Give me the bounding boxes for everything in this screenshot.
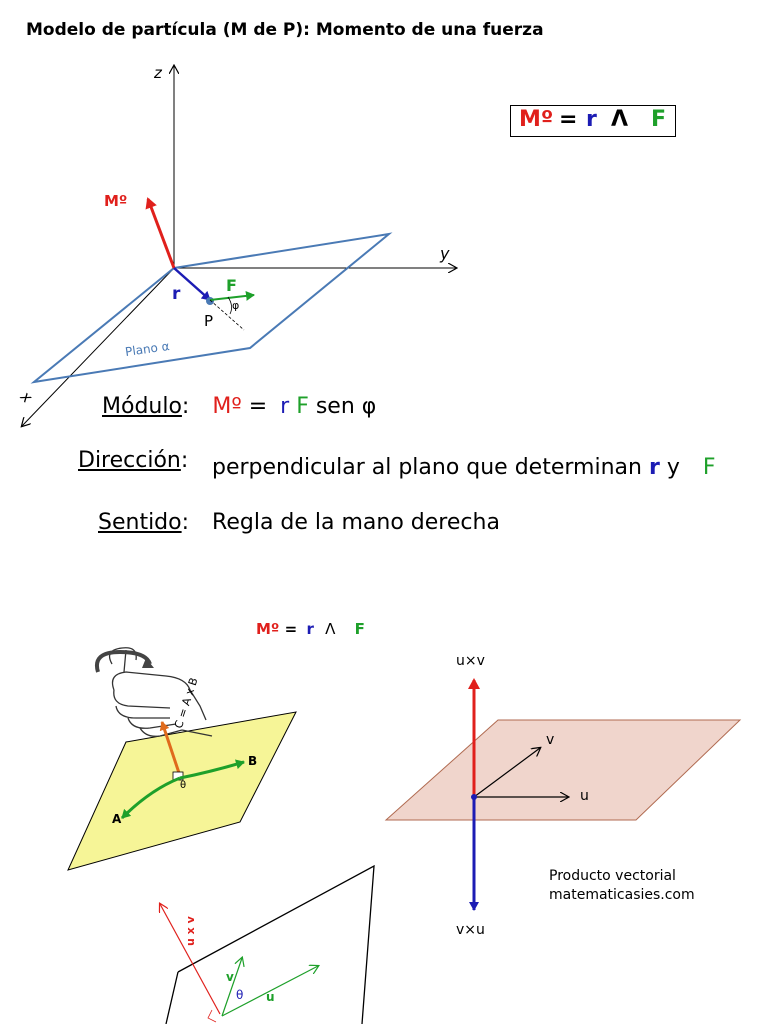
bottom-right-angle (207, 1009, 217, 1023)
rotation-arrowhead-icon (142, 658, 154, 668)
bottom-v-vector (221, 958, 242, 1017)
bottom-cross-figure (160, 864, 375, 1024)
small-formula-wedge: Λ (325, 620, 336, 638)
formula-f: F (651, 107, 667, 132)
u-label: u (580, 788, 589, 804)
modulo-rest: sen φ (315, 394, 377, 419)
modulo-moment: Mº (212, 394, 242, 419)
hand-icon (108, 647, 213, 737)
direccion-y: y (666, 455, 680, 480)
r-extension (209, 299, 245, 331)
small-formula-equals: = (284, 620, 298, 638)
bottom-v-label: v (226, 970, 234, 984)
moment-vector (145, 197, 176, 269)
direccion-heading-row: Dirección: (78, 448, 188, 473)
f-vector (209, 290, 255, 301)
y-axis-label: y (440, 244, 450, 263)
bottom-u-label: u (266, 990, 275, 1004)
direccion-colon: : (180, 448, 189, 473)
direccion-r: r (648, 455, 660, 480)
small-formula: Mº = r Λ F (256, 620, 365, 638)
small-formula-r: r (306, 620, 314, 638)
modulo-equals: = (248, 394, 268, 419)
sentido-text: Regla de la mano derecha (212, 510, 500, 535)
p-label: P (204, 312, 214, 330)
phi-label: φ (232, 299, 240, 312)
sentido-colon: : (181, 510, 190, 535)
small-formula-moment: Mº (256, 620, 280, 638)
c-vector (159, 721, 182, 777)
bottom-uxv-vector (160, 904, 221, 1015)
formula-wedge: Λ (611, 107, 629, 132)
formula-r: r (586, 107, 597, 132)
direccion-f: F (702, 455, 716, 480)
direccion-row: perpendicular al plano que determinan r … (212, 455, 716, 480)
phi-arc (227, 296, 232, 315)
hand-theta-label: θ (180, 780, 187, 791)
origin-point (471, 794, 477, 800)
cross-product-figure (384, 678, 742, 911)
point-p (206, 297, 214, 305)
small-formula-f: F (354, 620, 365, 638)
b-vector-label: B (248, 754, 258, 768)
a-vector (120, 776, 181, 820)
modulo-row: Módulo: Mº = r F sen φ (102, 394, 376, 419)
modulo-colon: : (181, 394, 190, 419)
z-axis-label: z (154, 64, 162, 82)
uxv-label: u×v (456, 653, 485, 669)
sentido-heading: Sentido (98, 510, 182, 535)
formula-moment: Mº (519, 107, 554, 132)
direccion-heading: Dirección (78, 448, 181, 473)
page-title: Modelo de partícula (M de P): Momento de… (26, 20, 544, 40)
caption-line1: Producto vectorial (549, 868, 676, 884)
yellow-plane (67, 711, 297, 871)
plane-alpha (30, 232, 393, 384)
r-vector (173, 267, 211, 301)
formula-equals: = (559, 107, 578, 132)
right-hand-figure (67, 647, 297, 871)
bottom-u-vector (221, 966, 318, 1017)
modulo-r: r (280, 394, 290, 419)
moment-diagram (22, 66, 456, 426)
v-vector (473, 748, 540, 798)
modulo-heading: Módulo (102, 394, 182, 419)
black-plane (165, 864, 375, 1024)
moment-label: Mº (104, 192, 128, 210)
bottom-uxv-label: u x v (184, 916, 197, 946)
sentido-row: Sentido: Regla de la mano derecha (98, 510, 500, 535)
a-vector-label: A (112, 812, 122, 826)
f-label: F (226, 276, 237, 295)
cross-product-formula: Mº = r Λ F (510, 105, 676, 137)
rotation-arrow-icon (95, 649, 152, 673)
x-axis (22, 267, 175, 426)
direccion-text: perpendicular al plano que determinan (212, 455, 642, 480)
pink-plane (384, 719, 742, 821)
bottom-theta-label: θ (236, 988, 244, 1002)
b-vector (179, 759, 245, 780)
v-label: v (546, 732, 555, 748)
caption-line2: matematicasies.com (549, 887, 695, 903)
r-label: r (172, 284, 181, 304)
vxu-label: v×u (456, 922, 485, 938)
modulo-f: F (296, 394, 309, 419)
